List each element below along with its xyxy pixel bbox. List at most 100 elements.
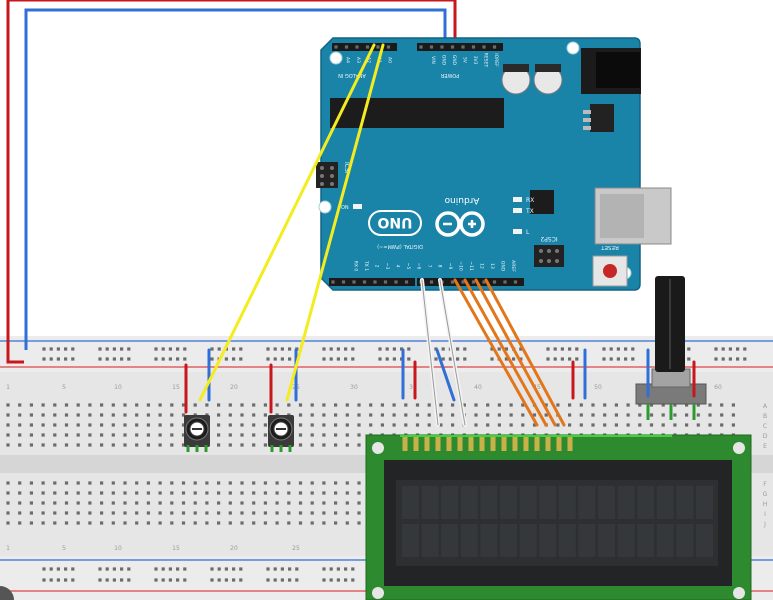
col-number: 5 xyxy=(62,545,66,552)
breadboard-hole xyxy=(181,481,186,485)
pin-label: GND xyxy=(500,261,506,272)
breadboard-hole xyxy=(170,403,174,407)
header-pin xyxy=(386,45,391,49)
breadboard-hole xyxy=(76,491,80,495)
breadboard-hole xyxy=(224,567,228,571)
breadboard-hole xyxy=(240,403,244,407)
breadboard-hole xyxy=(205,491,209,495)
breadboard-hole xyxy=(638,413,642,417)
breadboard-hole xyxy=(322,347,326,351)
breadboard-hole xyxy=(64,567,68,571)
breadboard-hole xyxy=(736,357,740,361)
breadboard-hole xyxy=(6,521,10,525)
header-strip xyxy=(417,278,524,286)
breadboard-hole xyxy=(18,481,22,485)
pin-label: 4 xyxy=(395,265,401,268)
breadboard-hole xyxy=(112,347,116,351)
breadboard-hole xyxy=(504,357,508,361)
col-number: 50 xyxy=(594,384,602,391)
col-number: 15 xyxy=(172,384,180,391)
breadboard-hole xyxy=(146,413,150,417)
breadboard-hole xyxy=(287,403,291,407)
breadboard-hole xyxy=(649,413,654,417)
breadboard-hole xyxy=(288,578,292,582)
breadboard-hole xyxy=(519,347,523,351)
breadboard-hole xyxy=(345,511,349,515)
breadboard-hole xyxy=(181,423,186,427)
breadboard-hole xyxy=(193,481,197,485)
breadboard-hole xyxy=(120,567,124,571)
breadboard-hole xyxy=(310,403,314,407)
breadboard-hole xyxy=(441,357,445,361)
breadboard-hole xyxy=(626,413,630,417)
breadboard-hole xyxy=(404,403,408,407)
breadboard-hole xyxy=(369,423,373,427)
trimpot-right[interactable] xyxy=(268,415,294,452)
breadboard-hole xyxy=(123,433,127,437)
breadboard-hole xyxy=(111,443,115,447)
lcd-pin xyxy=(567,437,573,451)
breadboard-hole xyxy=(205,403,209,407)
trimpot-left[interactable] xyxy=(184,415,210,452)
breadboard-hole xyxy=(721,357,725,361)
breadboard-hole xyxy=(509,423,513,427)
breadboard-hole xyxy=(88,491,92,495)
breadboard-hole xyxy=(170,433,174,437)
breadboard-hole xyxy=(392,347,396,351)
breadboard-hole xyxy=(228,481,232,485)
breadboard-hole xyxy=(553,357,557,361)
breadboard-hole xyxy=(280,347,284,351)
capacitor-top xyxy=(535,64,561,72)
breadboard-hole xyxy=(334,443,338,447)
breadboard-hole xyxy=(322,433,326,437)
breadboard-hole xyxy=(603,423,607,427)
breadboard-hole xyxy=(123,423,127,427)
lcd-mount-hole-icon xyxy=(372,442,384,454)
breadboard-hole xyxy=(287,501,291,505)
rotary-potentiometer[interactable] xyxy=(635,276,707,420)
breadboard-hole xyxy=(111,403,115,407)
pin-label: TX 1 xyxy=(363,260,369,271)
lcd-cell xyxy=(460,486,478,519)
breadboard-hole xyxy=(512,357,516,361)
breadboard-hole xyxy=(123,491,127,495)
header-pin xyxy=(365,45,370,49)
breadboard-hole xyxy=(357,433,361,437)
breadboard-hole xyxy=(673,423,677,427)
breadboard-hole xyxy=(6,423,10,427)
lcd-cell xyxy=(578,486,596,519)
breadboard-hole xyxy=(263,481,267,485)
breadboard-hole xyxy=(18,443,22,447)
breadboard-hole xyxy=(721,347,725,351)
breadboard-hole xyxy=(345,403,349,407)
breadboard-hole xyxy=(439,403,443,407)
breadboard-hole xyxy=(183,578,187,582)
breadboard-hole xyxy=(568,423,572,427)
row-letter: F xyxy=(763,481,767,488)
lcd-cell xyxy=(421,524,439,557)
breadboard-hole xyxy=(217,521,221,525)
breadboard-hole xyxy=(560,347,564,351)
breadboard-hole xyxy=(135,521,139,525)
breadboard-hole xyxy=(609,357,613,361)
breadboard-hole xyxy=(112,567,116,571)
breadboard-hole xyxy=(322,578,326,582)
lcd-pin xyxy=(556,437,562,451)
breadboard-hole xyxy=(287,491,291,495)
arduino-infinity-icon xyxy=(435,211,485,237)
lcd-pin xyxy=(435,437,441,451)
breadboard-hole xyxy=(76,423,80,427)
breadboard-hole xyxy=(53,491,57,495)
breadboard-hole xyxy=(336,578,340,582)
reset-button-cap[interactable] xyxy=(603,264,617,278)
breadboard-hole xyxy=(146,501,150,505)
wire-5v-red xyxy=(6,0,457,364)
breadboard-hole xyxy=(6,443,10,447)
breadboard-hole xyxy=(649,403,654,407)
breadboard-hole xyxy=(49,357,53,361)
breadboard-hole xyxy=(217,413,221,417)
lcd-cell xyxy=(519,486,537,519)
breadboard-hole xyxy=(252,403,256,407)
breadboard-hole xyxy=(111,491,115,495)
breadboard-hole xyxy=(521,403,525,407)
